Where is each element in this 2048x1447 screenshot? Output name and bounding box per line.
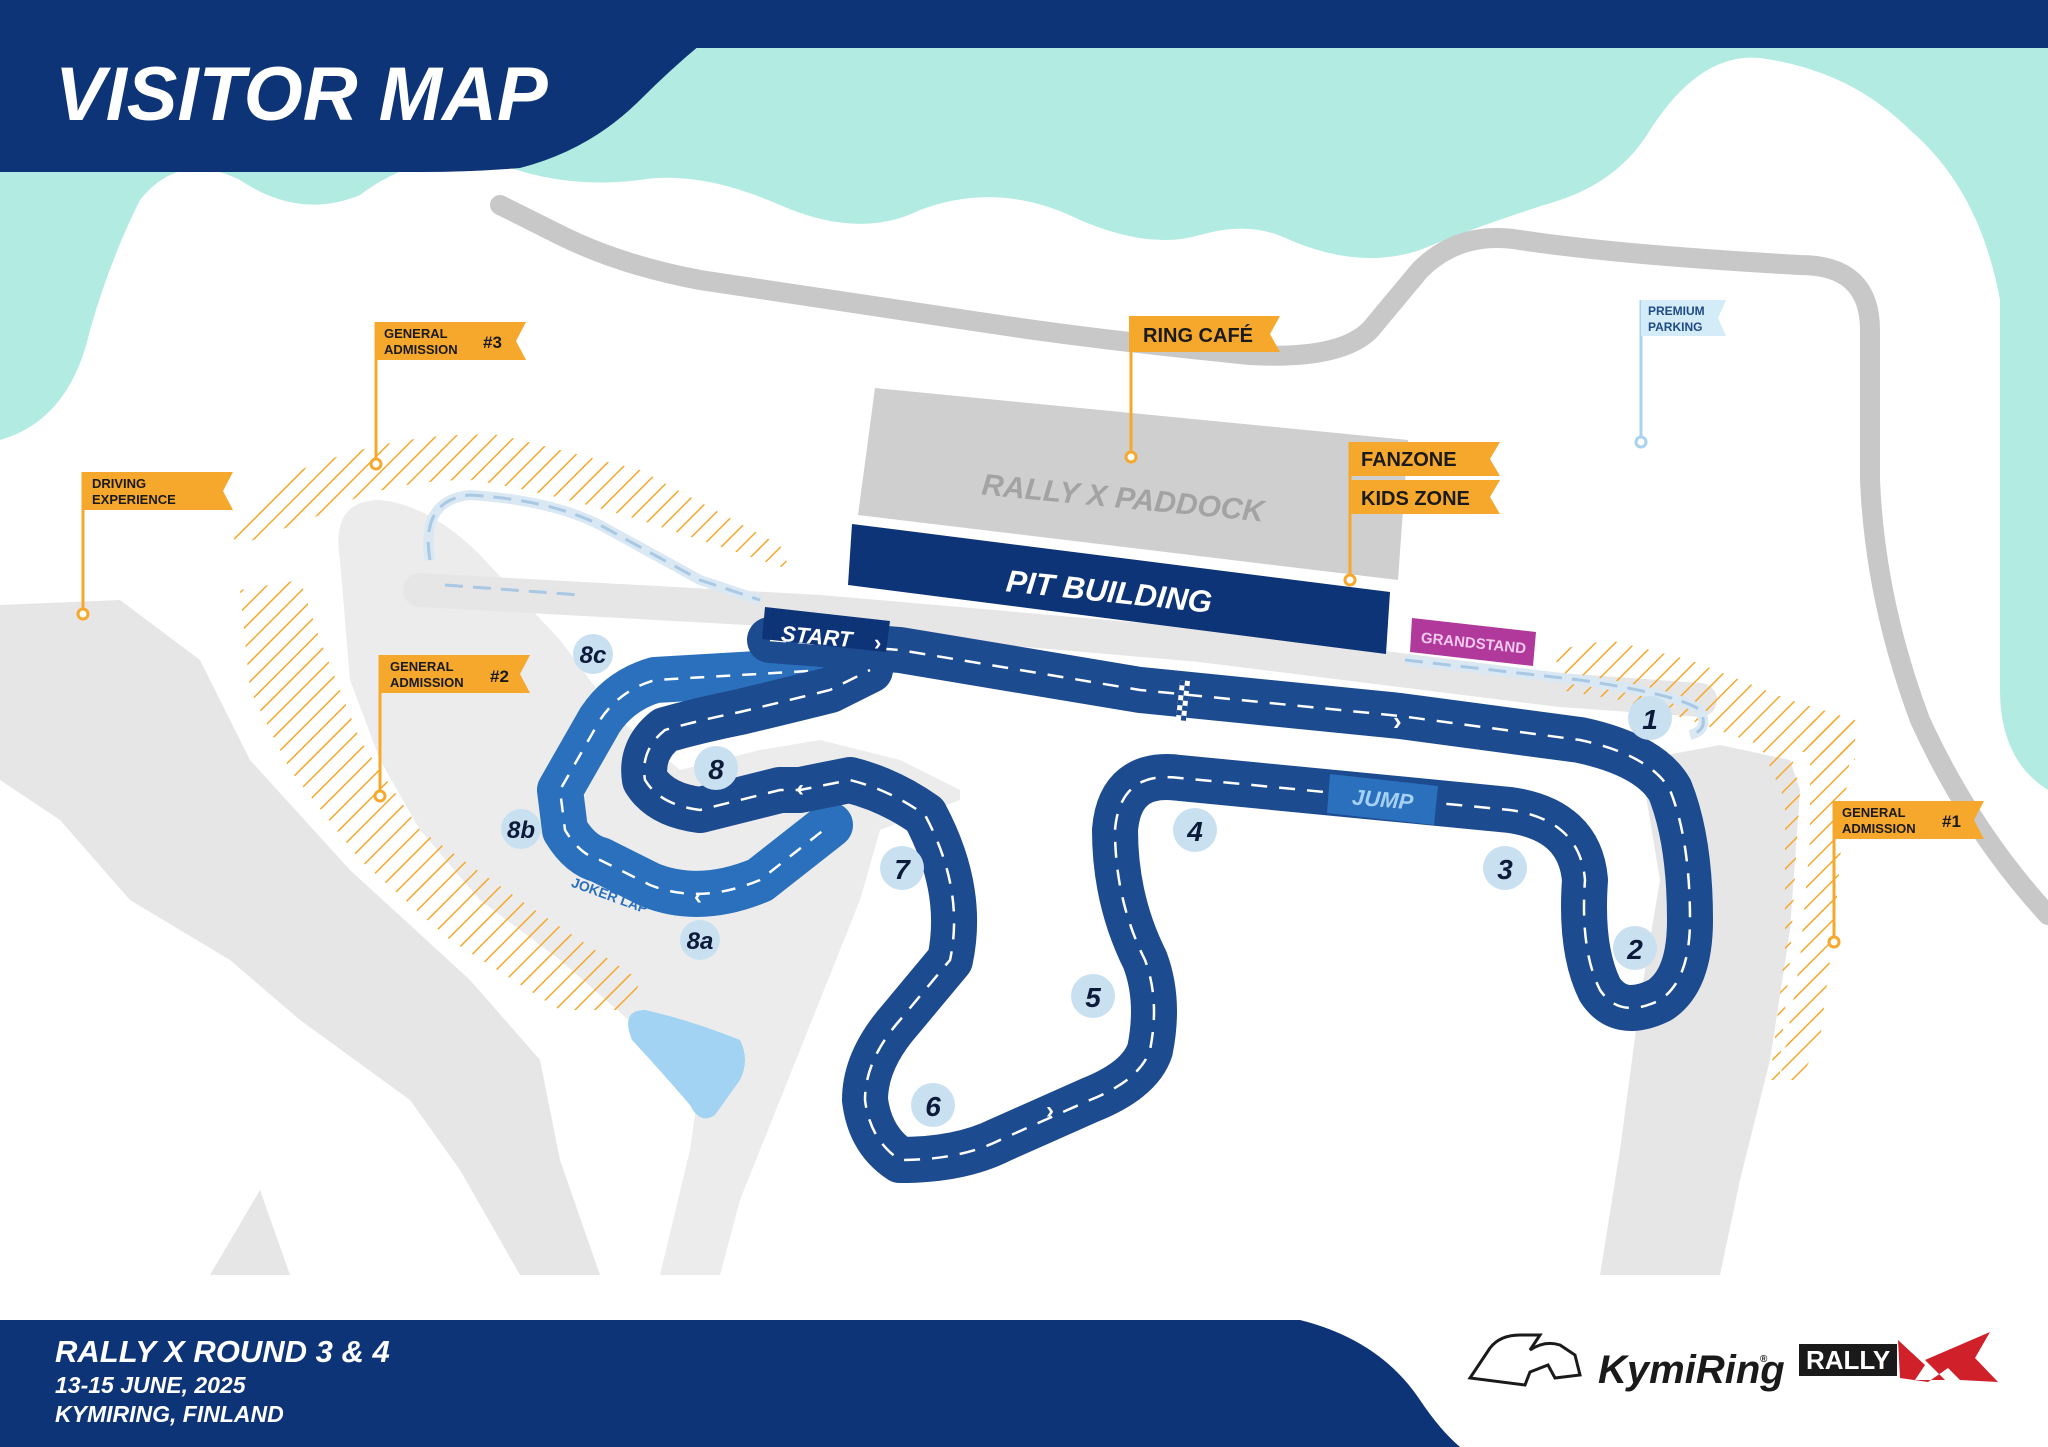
access-road-north — [490, 195, 2048, 925]
flag-general-admission-3[interactable]: GENERAL ADMISSION #3 — [369, 322, 526, 471]
main-track — [621, 617, 1713, 1183]
svg-text:8: 8 — [708, 754, 724, 785]
pit-lane-lower-dash — [444, 583, 581, 597]
joker-lap-centerline — [558, 666, 861, 896]
footer-dates: 13-15 JUNE, 2025 — [55, 1372, 247, 1398]
svg-text:KymiRing: KymiRing — [1598, 1348, 1785, 1392]
jump-box — [1327, 774, 1438, 825]
svg-text:8b: 8b — [507, 817, 535, 844]
corner-marker-8a: 8a — [680, 920, 720, 960]
flag-ring-cafe[interactable]: RING CAFÉ — [1124, 316, 1280, 464]
corner-marker-1: 1 — [1628, 696, 1672, 740]
svg-text:6: 6 — [925, 1091, 941, 1122]
flag-general-admission-1[interactable]: GENERAL ADMISSION #1 — [1827, 801, 1984, 949]
svg-text:8a: 8a — [687, 928, 714, 955]
ga1-number: #1 — [1942, 812, 1961, 831]
corner-marker-3: 3 — [1483, 846, 1527, 890]
gray-land-bottom — [210, 1190, 290, 1275]
gray-land-left — [0, 600, 600, 1275]
direction-chevron-icon: ‹ — [796, 775, 804, 802]
svg-text:5: 5 — [1085, 982, 1101, 1013]
title-banner — [0, 0, 760, 172]
corner-marker-7: 7 — [880, 846, 924, 890]
pond — [628, 1010, 745, 1119]
pit-building — [848, 524, 1390, 654]
corner-marker-8b: 8b — [501, 809, 541, 849]
corner-marker-6: 6 — [911, 1083, 955, 1127]
footer-band — [0, 1320, 1460, 1447]
direction-chevron-icon: ‹ — [694, 883, 702, 910]
ga2-line2: ADMISSION — [390, 675, 464, 690]
gray-land-right — [1600, 745, 1800, 1275]
rallyx-logo: RALLY — [1799, 1332, 1998, 1382]
ga1-line2: ADMISSION — [1842, 821, 1916, 836]
svg-text:1: 1 — [1642, 704, 1658, 735]
grandstand — [1410, 618, 1536, 666]
svg-text:4: 4 — [1186, 816, 1203, 847]
finish-line-icon — [1175, 680, 1191, 721]
flag-driving-experience[interactable]: DRIVING EXPERIENCE — [76, 472, 233, 621]
svg-text:8c: 8c — [580, 642, 607, 669]
spectator-area-east — [1555, 640, 1855, 1080]
driving-experience-line2: EXPERIENCE — [92, 492, 176, 507]
rally-x-paddock — [858, 388, 1408, 580]
premium-parking-line1: PREMIUM — [1648, 304, 1705, 318]
ring-cafe-label: RING CAFÉ — [1143, 324, 1253, 347]
ga2-number: #2 — [490, 667, 509, 686]
spectator-area-north-west — [225, 434, 790, 570]
jump-label: JUMP — [1351, 784, 1414, 814]
ga1-line1: GENERAL — [1842, 805, 1906, 820]
corner-marker-8c: 8c — [573, 634, 613, 674]
corner-marker-5: 5 — [1071, 974, 1115, 1018]
pit-lane-dash — [426, 493, 761, 602]
spectator-area-west — [240, 580, 640, 1010]
grandstand-lane-dash — [1404, 658, 1705, 737]
direction-chevron-icon: › — [1393, 706, 1402, 736]
kymiring-logo: KymiRing ® — [1467, 1333, 1785, 1392]
flag-premium-parking[interactable]: PREMIUM PARKING — [1634, 300, 1726, 449]
svg-text:2: 2 — [1626, 934, 1643, 965]
footer-event: RALLY X ROUND 3 & 4 — [55, 1334, 390, 1369]
svg-text:RALLY: RALLY — [1806, 1345, 1890, 1375]
footer-location: KYMIRING, FINLAND — [55, 1401, 284, 1427]
corner-marker-4: 4 — [1173, 808, 1217, 852]
rallyx-x-icon — [1898, 1332, 1998, 1382]
driving-experience-line1: DRIVING — [92, 476, 146, 491]
ga3-line1: GENERAL — [384, 326, 448, 341]
page-title: VISITOR MAP — [55, 52, 548, 137]
svg-text:3: 3 — [1497, 854, 1513, 885]
corner-marker-2: 2 — [1613, 926, 1657, 970]
fanzone-label: FANZONE — [1361, 449, 1457, 471]
start-box — [762, 607, 890, 652]
flag-fanzone[interactable]: FANZONE KIDS ZONE — [1343, 442, 1500, 587]
ga3-line2: ADMISSION — [384, 342, 458, 357]
ga2-line1: GENERAL — [390, 659, 454, 674]
svg-text:®: ® — [1760, 1354, 1768, 1365]
kids-zone-label: KIDS ZONE — [1361, 488, 1470, 510]
corner-marker-8: 8 — [694, 746, 738, 790]
direction-chevron-icon: › — [1046, 1097, 1054, 1124]
flag-general-admission-2[interactable]: GENERAL ADMISSION #2 — [373, 655, 530, 803]
start-chevron-icon: › — [874, 630, 881, 655]
svg-text:7: 7 — [894, 854, 911, 885]
ga3-number: #3 — [483, 333, 502, 352]
premium-parking-line2: PARKING — [1648, 320, 1702, 334]
